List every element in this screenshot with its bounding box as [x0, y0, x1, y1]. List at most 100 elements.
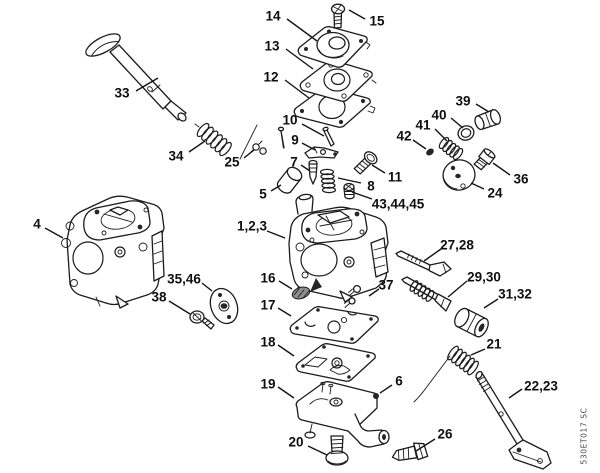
callout-27-28: 27,28 [423, 238, 474, 262]
callout-43-44-45: 43,44,45 [351, 191, 425, 212]
callout-5: 5 [259, 184, 282, 202]
part-number-label: 17 [260, 298, 275, 313]
leader-line [301, 123, 325, 137]
part-spring-41 [438, 136, 464, 161]
callout-9: 9 [291, 133, 316, 151]
part-number-label: 37 [378, 278, 393, 293]
part-number-label: 12 [263, 70, 278, 85]
part-screw-20 [325, 435, 349, 466]
callout-6: 6 [379, 374, 403, 394]
part-screw-15 [330, 3, 346, 29]
part-number-label: 27,28 [440, 238, 474, 253]
callout-21: 21 [470, 337, 502, 356]
callout-19: 19 [260, 377, 295, 399]
part-number-label: 41 [415, 118, 431, 133]
part-number-label: 4 [33, 217, 41, 232]
part-screen-disc-35-46 [209, 287, 239, 325]
part-number-label: 14 [265, 9, 281, 24]
callouts-layer: 14 15 13 12 33 10 39 40 [33, 9, 558, 456]
leader-line [284, 79, 310, 99]
callout-1-2-3: 1,2,3 [237, 219, 286, 239]
leader-line [492, 162, 511, 176]
part-disc-42 [426, 148, 434, 156]
part-number-label: 1,2,3 [237, 219, 268, 234]
leader-line [277, 344, 295, 357]
part-carb-body-1-2-3 [288, 193, 389, 303]
callout-15: 15 [348, 9, 385, 29]
part-screw-11 [353, 151, 378, 175]
leader-line [285, 48, 314, 70]
leader-line [450, 117, 464, 129]
part-nozzle-43-44-45 [343, 182, 355, 200]
callout-38: 38 [151, 290, 191, 315]
leader-line [277, 307, 292, 317]
leader-line [188, 140, 206, 153]
leader-line [168, 300, 191, 315]
callout-10: 10 [282, 113, 325, 137]
part-number-label: 39 [455, 94, 470, 109]
part-number-label: 9 [291, 133, 299, 148]
callout-33: 33 [114, 77, 159, 101]
leader-line [286, 18, 318, 42]
callout-40: 40 [431, 108, 464, 129]
part-cover-plate-24 [442, 159, 476, 191]
leader-line [483, 298, 499, 309]
part-number-label: 18 [260, 335, 276, 350]
part-number-label: 35,46 [167, 272, 201, 287]
callout-37: 37 [368, 278, 394, 297]
leader-line [307, 445, 328, 456]
part-limiter-cap-31-32 [454, 307, 489, 338]
callout-16: 16 [260, 271, 293, 290]
part-number-label: 24 [487, 186, 503, 201]
callout-12: 12 [263, 70, 310, 99]
leader-line [508, 388, 523, 399]
leader-line [348, 9, 366, 20]
part-number-label: 6 [395, 374, 403, 389]
part-number-label: 7 [290, 155, 298, 170]
part-number-label: 8 [367, 179, 375, 194]
part-screw-38 [189, 310, 215, 330]
part-o-ring-40 [457, 125, 475, 141]
part-adjusting-screw-27-28 [395, 250, 452, 277]
part-number-label: 10 [282, 113, 297, 128]
leader-line [412, 139, 427, 150]
leader-line [371, 164, 386, 174]
callout-31-32: 31,32 [483, 287, 532, 309]
leader-line [337, 177, 362, 184]
part-inlet-needle-7 [308, 159, 318, 185]
part-number-label: 42 [396, 129, 411, 144]
leader-line [423, 248, 442, 262]
leader-line [475, 103, 490, 113]
part-screw-26 [391, 442, 429, 461]
part-inlet-screen-16 [291, 286, 311, 300]
part-pump-cover-14 [297, 26, 371, 68]
part-pin-10 [322, 126, 335, 147]
part-number-label: 13 [264, 39, 280, 54]
part-number-label: 43,44,45 [372, 197, 425, 212]
part-number-label: 16 [260, 271, 276, 286]
leader-line [277, 386, 295, 399]
leader-line [44, 227, 64, 239]
part-number-label: 38 [151, 290, 167, 305]
part-number-label: 33 [114, 86, 130, 101]
callout-4: 4 [33, 217, 64, 239]
part-ball-6 [373, 393, 379, 399]
leader-line [278, 280, 293, 290]
callout-29-30: 29,30 [447, 270, 501, 298]
leader-line [201, 282, 213, 292]
callout-18: 18 [260, 335, 295, 357]
callout-42: 42 [396, 129, 427, 150]
part-plug-39 [474, 109, 502, 131]
part-choke-shaft-33 [85, 33, 187, 122]
part-number-label: 40 [431, 108, 446, 123]
leader-line [300, 164, 311, 172]
part-gasket-18 [295, 343, 376, 382]
callout-14: 14 [265, 9, 318, 42]
part-carb-body-4 [61, 195, 165, 309]
part-number-label: 15 [369, 14, 385, 29]
part-throttle-shaft-22-23 [475, 370, 552, 470]
part-screw-36 [473, 148, 496, 171]
part-number-label: 34 [168, 149, 184, 164]
